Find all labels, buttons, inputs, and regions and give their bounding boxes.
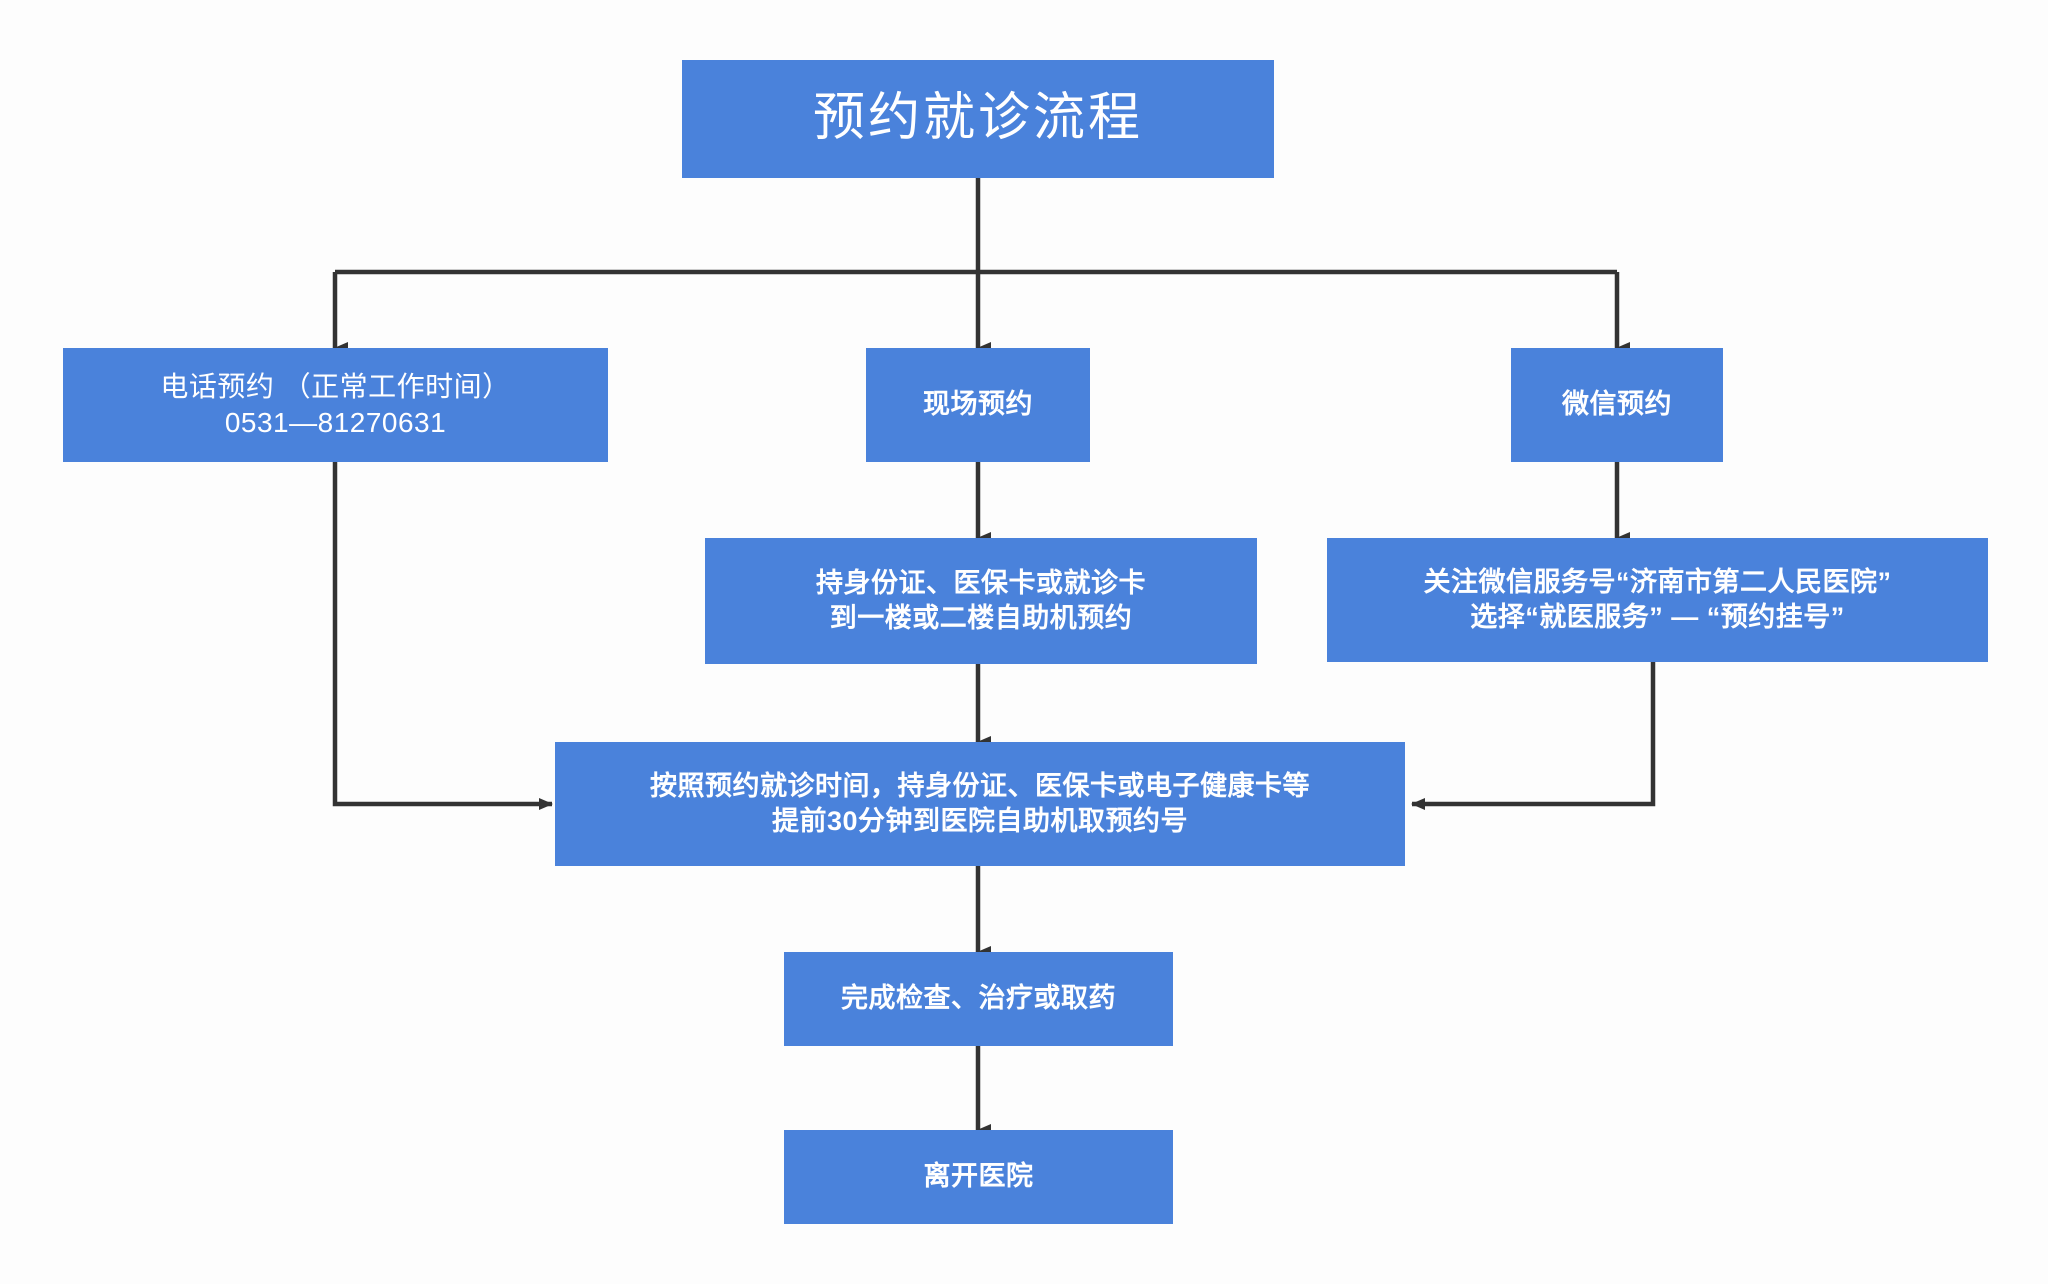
- edge-phone-to-merge: [332, 462, 553, 810]
- node-complete-treatment[interactable]: 完成检查、治疗或取药: [784, 952, 1173, 1046]
- node-pickup-number[interactable]: 按照预约就诊时间，持身份证、医保卡或电子健康卡等 提前30分钟到医院自助机取预约…: [555, 742, 1405, 866]
- edge-steps-to-merge: [1411, 662, 1656, 810]
- node-phone-appointment[interactable]: 电话预约 （正常工作时间） 0531—81270631: [63, 348, 608, 462]
- node-title[interactable]: 预约就诊流程: [682, 60, 1274, 178]
- node-onsite-appointment[interactable]: 现场预约: [866, 348, 1090, 462]
- node-leave-hospital[interactable]: 离开医院: [784, 1130, 1173, 1224]
- node-wechat-steps[interactable]: 关注微信服务号“济南市第二人民医院” 选择“就医服务” — “预约挂号”: [1327, 538, 1988, 662]
- node-wechat-appointment[interactable]: 微信预约: [1511, 348, 1723, 462]
- node-kiosk-booking[interactable]: 持身份证、医保卡或就诊卡 到一楼或二楼自助机预约: [705, 538, 1257, 664]
